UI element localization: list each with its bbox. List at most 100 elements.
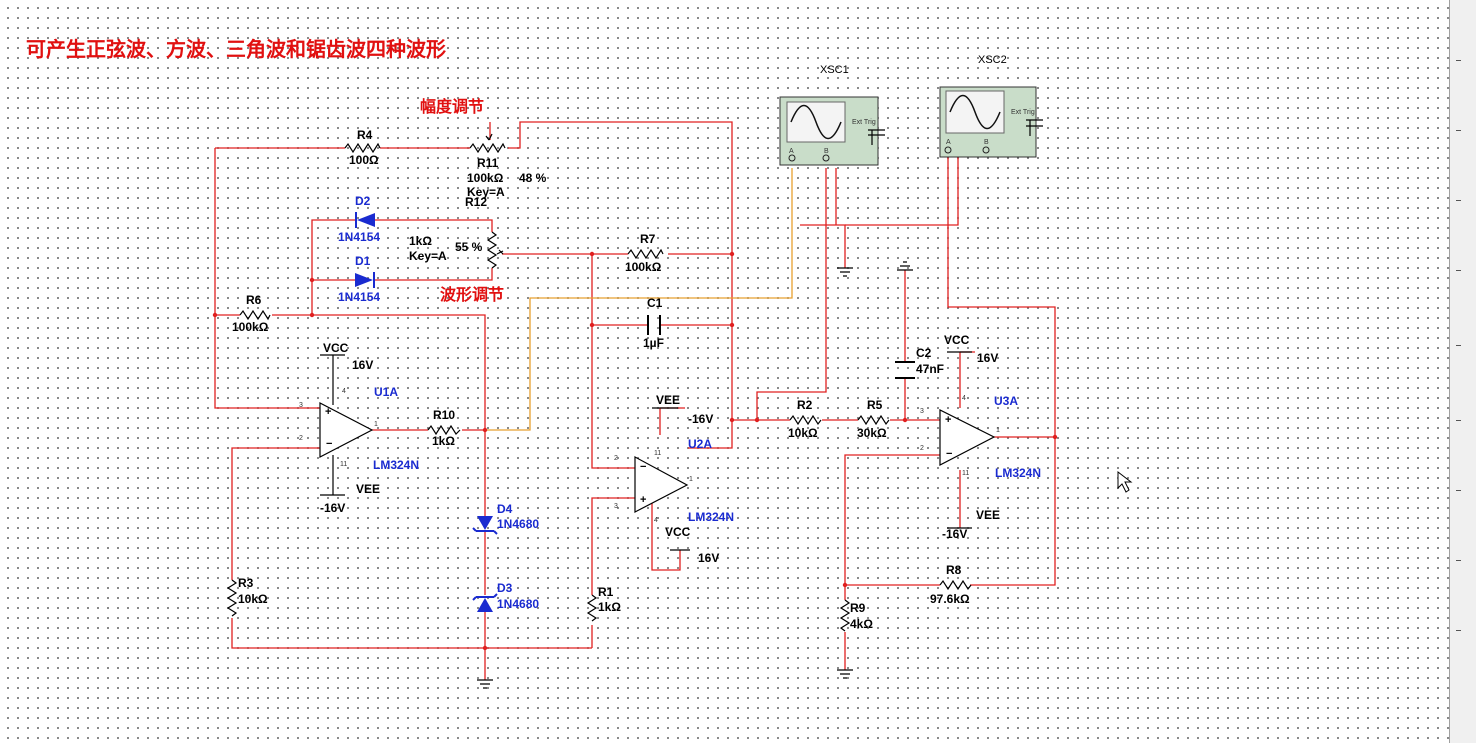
ext-trig-label: Ext Trig [852,119,876,126]
svg-text:1N4680: 1N4680 [497,517,539,531]
svg-text:U1A: U1A [374,385,398,399]
svg-text:VEE: VEE [656,393,680,407]
svg-text:16V: 16V [698,551,719,565]
capacitor-symbols [647,315,915,379]
svg-text:R5: R5 [867,398,883,412]
svg-text:4: 4 [342,388,346,395]
svg-text:+: + [945,414,951,426]
svg-text:R11: R11 [477,156,499,170]
mouse-cursor-icon [1117,470,1133,493]
svg-text:Key=A: Key=A [409,249,447,263]
svg-text:Key=A: Key=A [467,185,505,199]
svg-text:30kΩ: 30kΩ [857,426,887,440]
svg-text:1µF: 1µF [643,336,664,350]
svg-text:2: 2 [614,455,618,462]
svg-text:-16V: -16V [688,412,713,426]
svg-text:U3A: U3A [994,394,1018,408]
diode-symbols [355,212,498,612]
svg-text:3: 3 [299,402,303,409]
svg-text:C1: C1 [647,296,663,310]
vertical-ruler-scrollbar[interactable] [1449,0,1476,743]
svg-text:1N4680: 1N4680 [497,597,539,611]
svg-text:U2A: U2A [688,437,712,451]
svg-text:−: − [326,438,332,450]
component-labels: R4 100Ω R11 100kΩ 48 % Key=A R12 1kΩ 55 … [232,128,1041,631]
svg-text:-16V: -16V [320,501,345,515]
svg-text:D4: D4 [497,502,513,516]
svg-text:100Ω: 100Ω [349,153,379,167]
svg-text:-16V: -16V [942,527,967,541]
waveform-adjust-label: 波形调节 [440,285,504,304]
svg-text:1kΩ: 1kΩ [409,234,432,248]
svg-text:100kΩ: 100kΩ [232,320,269,334]
power-rail-markers [320,351,972,551]
svg-text:D1: D1 [355,254,371,268]
annotations: 幅度调节 波形调节 [420,97,504,304]
svg-text:1kΩ: 1kΩ [432,434,455,448]
svg-text:−: − [640,461,646,473]
channel-a-label: A [946,139,951,146]
oscilloscope-xsc2[interactable]: XSC2 Ext Trig A B [939,54,1043,158]
svg-text:R2: R2 [797,398,813,412]
svg-text:100kΩ: 100kΩ [625,260,662,274]
svg-text:R3: R3 [238,576,254,590]
oscilloscope-xsc1[interactable]: XSC1 Ext Trig A B [779,64,885,166]
svg-text:LM324N: LM324N [373,458,419,472]
svg-text:VCC: VCC [665,525,691,539]
svg-text:4kΩ: 4kΩ [850,617,873,631]
ext-trig-label: Ext Trig [1011,109,1035,116]
svg-text:2: 2 [299,435,303,442]
svg-text:R8: R8 [946,563,962,577]
svg-text:2: 2 [920,445,924,452]
page-title: 可产生正弦波、方波、三角波和锯齿波四种波形 [26,37,446,61]
opamp-u2a[interactable]: − + 2 3 11 4 1 [614,450,693,524]
svg-text:LM324N: LM324N [995,466,1041,480]
svg-text:VCC: VCC [323,341,349,355]
svg-text:11: 11 [654,450,661,457]
svg-text:VEE: VEE [356,482,380,496]
svg-text:R4: R4 [357,128,373,142]
svg-text:16V: 16V [352,358,373,372]
svg-text:+: + [325,406,331,418]
svg-text:D3: D3 [497,581,513,595]
svg-text:10kΩ: 10kΩ [788,426,818,440]
svg-text:3: 3 [920,408,924,415]
svg-text:VCC: VCC [944,333,970,347]
scope-name: XSC2 [978,54,1007,66]
sine-wave-icon [790,104,842,140]
svg-text:−: − [946,448,952,460]
svg-text:VEE: VEE [976,508,1000,522]
svg-text:100kΩ: 100kΩ [467,171,504,185]
resistor-symbols [226,133,972,632]
svg-text:R7: R7 [640,232,656,246]
svg-text:10kΩ: 10kΩ [238,592,268,606]
opamp-u1a[interactable]: +− 32 411 1 [299,388,378,468]
channel-b-label: B [824,148,829,155]
svg-text:1N4154: 1N4154 [338,290,380,304]
channel-a-label: A [789,148,794,155]
junctions [212,251,1058,651]
svg-text:R6: R6 [246,293,262,307]
svg-text:1kΩ: 1kΩ [598,600,621,614]
amplitude-adjust-label: 幅度调节 [420,97,484,116]
svg-text:48 %: 48 % [519,171,547,185]
svg-text:1: 1 [996,427,1000,434]
svg-text:11: 11 [962,470,969,477]
svg-text:3: 3 [614,503,618,510]
svg-text:R1: R1 [598,585,614,599]
svg-text:4: 4 [654,517,658,524]
ground-icons [477,261,913,689]
svg-text:1: 1 [689,476,693,483]
scope-name: XSC1 [820,64,849,76]
svg-text:R12: R12 [465,195,487,209]
svg-text:C2: C2 [916,346,932,360]
svg-text:55 %: 55 % [455,240,483,254]
probe-wire [485,168,793,431]
sine-wave-icon [949,94,1001,130]
opamp-u3a[interactable]: + − 3 2 4 11 1 [920,395,1000,477]
svg-text:D2: D2 [355,194,371,208]
svg-text:4: 4 [962,395,966,402]
svg-text:+: + [640,494,646,506]
